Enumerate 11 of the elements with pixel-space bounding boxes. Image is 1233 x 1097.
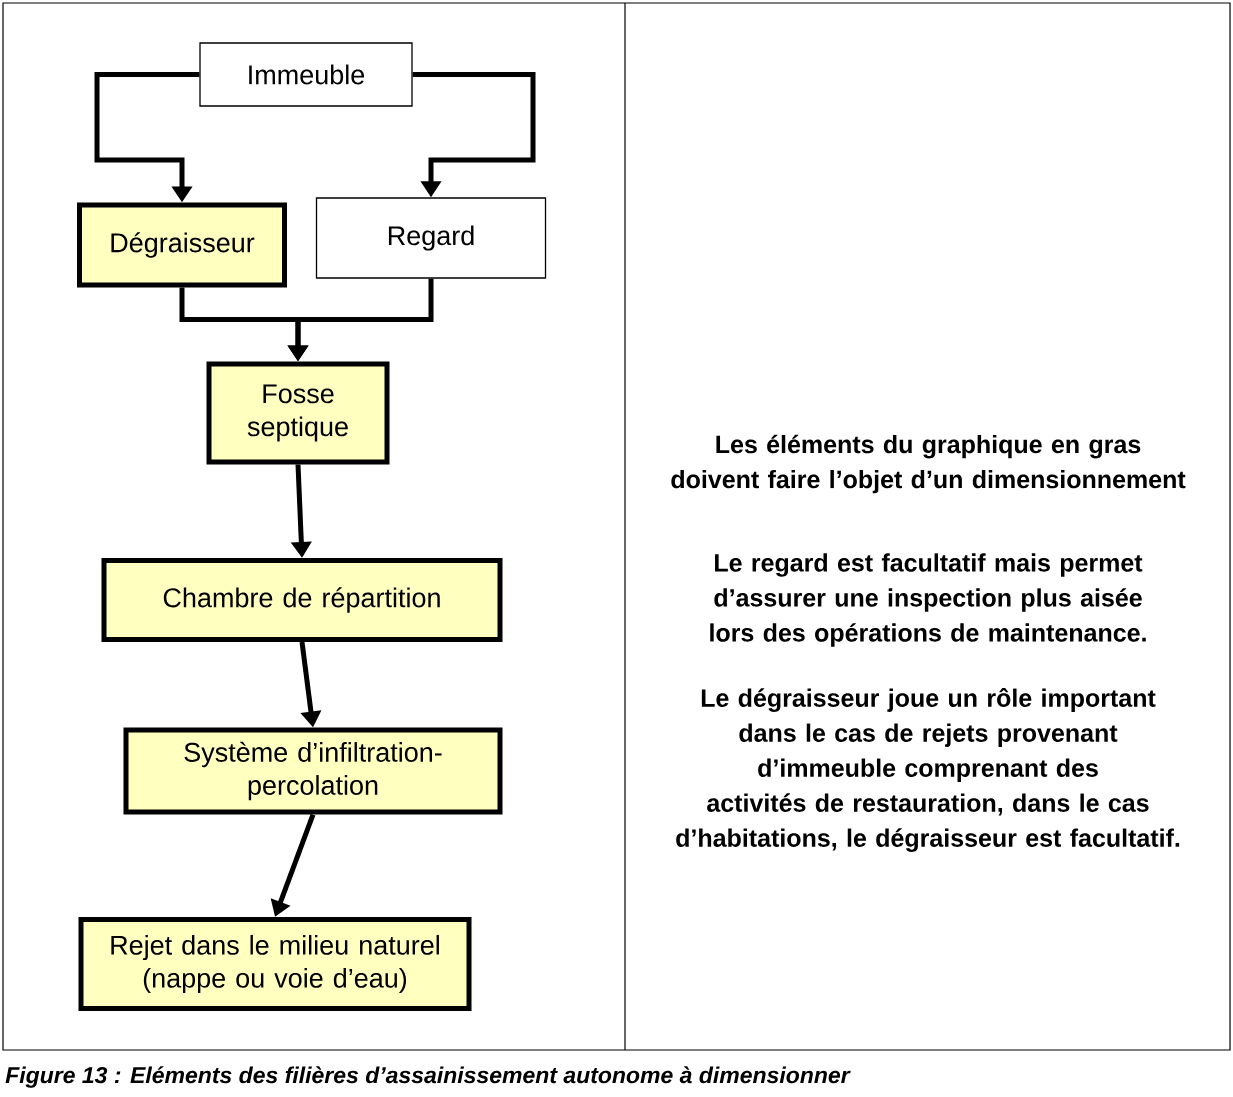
figure-caption: Figure 13 : Eléments des filières d’assainissement autonome à dimensionner [5, 1066, 851, 1088]
process-box: Regard [315, 197, 547, 279]
sized-process-box: Système d’infiltration-percolation [123, 727, 503, 815]
sized-process-box: Chambre de répartition [101, 558, 503, 642]
note-text: Le regard est facultatif mais permet d’assurer une inspection plus aisée lors des opérations de maintenance. [710, 553, 1146, 647]
note-text: Les éléments du graphique en gras doivent faire l’objet d’un dimensionnement [671, 434, 1186, 494]
note-text: Le dégraisseur joue un rôle important dans le cas de rejets provenant d’immeuble comprenant des activités de restauration, dans le cas d’habitations, le dégraisseur est facultatif. [676, 688, 1180, 852]
sized-process-box: Fosse septique [206, 361, 390, 465]
sized-process-box: Dégraisseur [77, 202, 287, 288]
process-box: Immeuble [199, 42, 413, 107]
sized-process-box: Rejet dans le milieu naturel (nappe ou voie d’eau) [78, 917, 472, 1011]
